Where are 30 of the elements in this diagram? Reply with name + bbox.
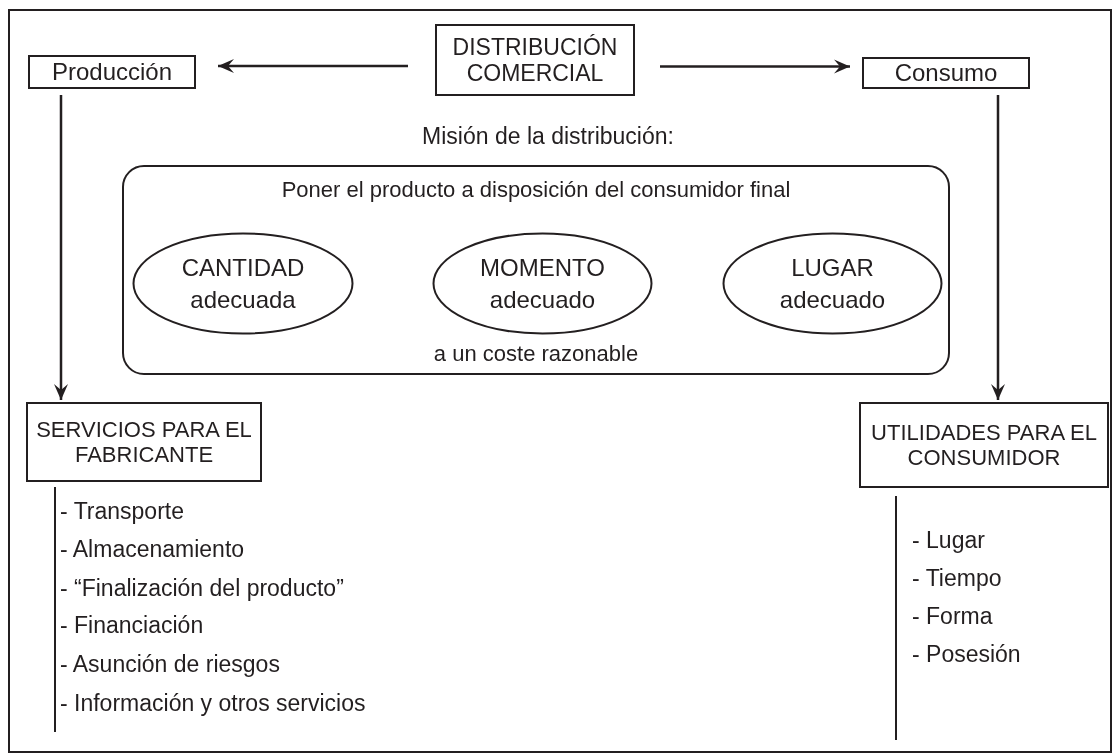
list-item: - Información y otros servicios bbox=[60, 692, 366, 715]
panel-text: a un coste razonable bbox=[432, 341, 640, 367]
oval-text: LUGAR adecuado bbox=[778, 253, 887, 315]
list-item: - Asunción de riesgos bbox=[60, 653, 280, 676]
list-item: - Lugar bbox=[912, 529, 985, 552]
arrow bbox=[218, 59, 408, 73]
text-box bbox=[859, 402, 1109, 488]
list-item: - Almacenamiento bbox=[60, 538, 245, 561]
text-box bbox=[862, 57, 1030, 89]
text-box bbox=[435, 24, 635, 96]
heading-text: Misión de la distribución: bbox=[421, 125, 675, 148]
box-text: Producción bbox=[50, 58, 174, 86]
text-box bbox=[28, 55, 196, 89]
text-box bbox=[26, 402, 262, 482]
list-item: - Tiempo bbox=[912, 567, 1002, 590]
list-item: - “Finalización del producto” bbox=[60, 577, 344, 600]
oval-text: MOMENTO adecuado bbox=[479, 253, 606, 315]
box-text: SERVICIOS PARA EL FABRICANTE bbox=[35, 416, 253, 468]
arrow bbox=[991, 95, 1005, 400]
rounded-panel bbox=[122, 165, 950, 375]
arrow bbox=[660, 59, 850, 74]
list-item: - Financiación bbox=[60, 614, 204, 637]
box-text: UTILIDADES PARA EL CONSUMIDOR bbox=[870, 419, 1098, 471]
list-item: - Posesión bbox=[912, 643, 1021, 666]
oval-text: CANTIDAD adecuada bbox=[180, 253, 306, 315]
arrow bbox=[54, 95, 68, 400]
box-text: DISTRIBUCIÓN COMERCIAL bbox=[451, 33, 619, 87]
panel-text: Poner el producto a disposición del consumidor final bbox=[280, 177, 792, 203]
box-text: Consumo bbox=[893, 59, 999, 87]
list-item: - Forma bbox=[912, 605, 993, 628]
